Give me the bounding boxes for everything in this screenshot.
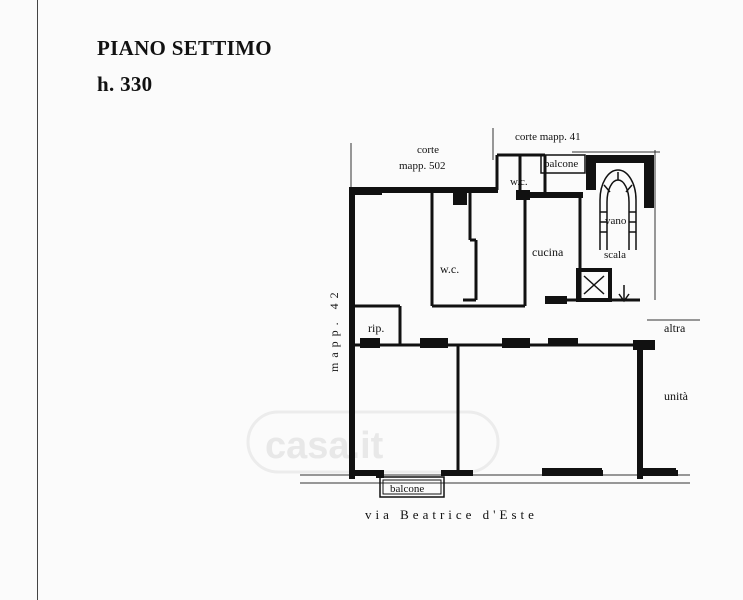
floor-title: PIANO SETTIMO <box>97 36 272 60</box>
balcone-bottom-box <box>379 476 445 498</box>
label-corte-502-line2: mapp. 502 <box>399 160 445 172</box>
label-balcone-top: balcone <box>544 158 578 170</box>
wall-blocks <box>352 155 676 478</box>
label-rip: rip. <box>368 321 384 335</box>
entrance-arrow <box>618 285 630 303</box>
page-left-border <box>37 0 38 600</box>
label-street: via Beatrice d'Este <box>365 507 538 522</box>
label-altra: altra <box>664 321 686 335</box>
label-balcone-bottom: balcone <box>390 483 424 495</box>
balcone-top-box <box>540 154 586 174</box>
floor-height: h. 330 <box>97 72 153 96</box>
label-mapp-42: mapp. 42 <box>327 287 341 372</box>
label-vano: vano <box>605 215 627 227</box>
label-wc-main: w.c. <box>440 262 459 276</box>
label-unita: unità <box>664 389 689 403</box>
casa-watermark: casa.it <box>246 410 500 474</box>
label-corte-41: corte mapp. 41 <box>515 131 581 143</box>
interior-walls <box>354 153 645 471</box>
elevator-shaft <box>576 268 612 302</box>
staircase <box>599 169 637 250</box>
label-cucina: cucina <box>532 245 564 259</box>
watermark-text: casa.it <box>265 425 384 467</box>
label-corte-502-line1: corte <box>417 144 439 156</box>
label-scala: scala <box>604 249 626 261</box>
label-wc-top: w.c. <box>510 176 528 188</box>
